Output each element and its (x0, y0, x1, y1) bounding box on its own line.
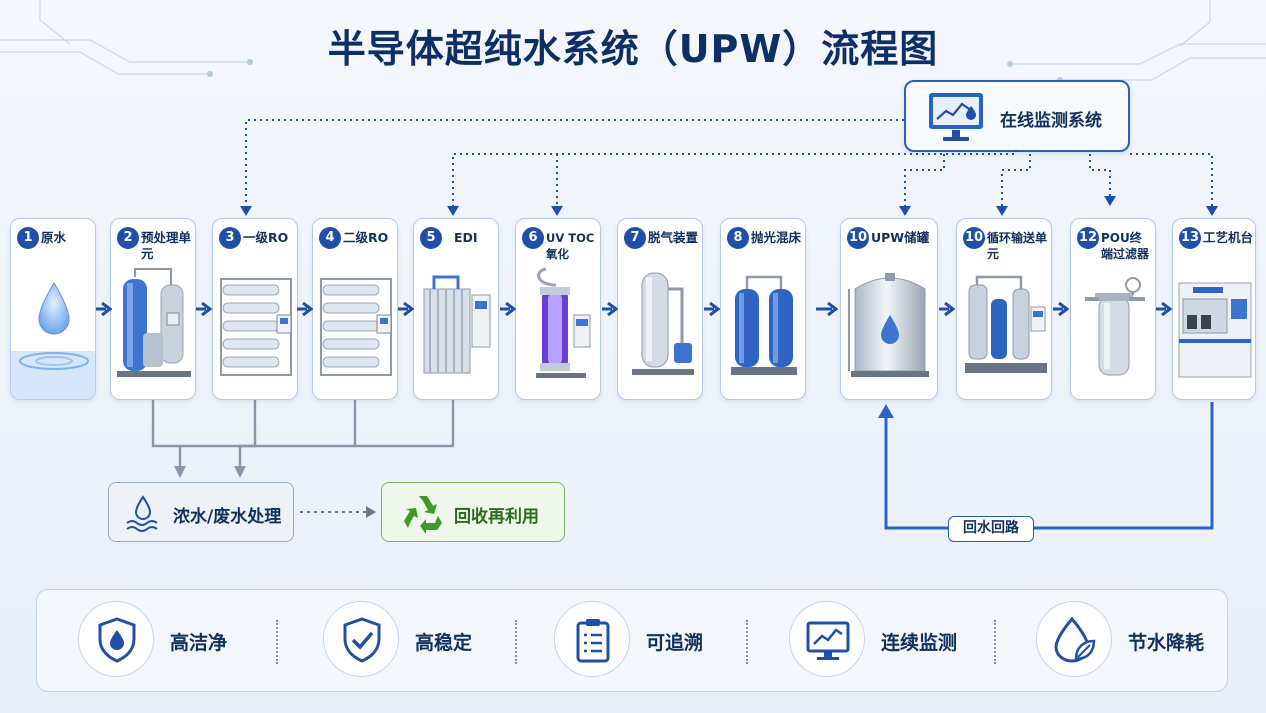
stage-number: 7 (624, 227, 646, 249)
stage-card-pou-filter[interactable]: 12 POU终端过滤器 (1070, 218, 1156, 400)
wastewater-icon (126, 495, 158, 532)
flow-arrow-icon (1053, 302, 1069, 316)
stage-number: 1 (17, 227, 39, 249)
flow-arrow-icon (1156, 302, 1172, 316)
stage-card-ro-1[interactable]: 3 一级RO (212, 218, 298, 400)
stage-number: 13 (1179, 227, 1201, 249)
edi-module-icon (423, 275, 491, 374)
stage-number: 3 (219, 227, 241, 249)
flow-arrow-icon (500, 302, 516, 316)
process-tool-icon (1178, 282, 1252, 378)
stage-label: 循环输送单元 (987, 231, 1048, 261)
stage-label: 脱气装置 (648, 230, 699, 245)
degasser-icon (632, 272, 694, 375)
monitor-chart-icon (789, 601, 865, 677)
stage-card-upw-tank[interactable]: 10 UPW储罐 (840, 218, 938, 400)
ro-rack-icon (220, 278, 292, 376)
stage-number: 6 (522, 227, 544, 249)
stage-label: 原水 (41, 230, 67, 245)
stage-card-uv-toc[interactable]: 6 UV TOC氧化 (515, 218, 601, 400)
monitor-label: 在线监测系统 (1000, 111, 1102, 131)
online-monitoring-box[interactable]: 在线监测系统 (904, 80, 1130, 152)
stage-card-ro-2[interactable]: 4 二级RO (312, 218, 398, 400)
stage-card-circulation[interactable]: 10 循环输送单元 (956, 218, 1052, 400)
stage-card-process-tool[interactable]: 13 工艺机台 (1172, 218, 1256, 400)
circulation-skid-icon (965, 275, 1047, 373)
page-title: 半导体超纯水系统（UPW）流程图 (327, 27, 939, 71)
stage-number: 10 (963, 227, 985, 249)
stage-number: 8 (727, 227, 749, 249)
feature-bar: 高洁净 高稳定 可追溯 连续监测 节水降耗 (36, 589, 1228, 692)
stage-label: 预处理单元 (141, 230, 192, 261)
flow-arrow-icon (939, 302, 955, 316)
wastewater-treatment-box[interactable]: 浓水/废水处理 (108, 482, 294, 542)
stage-label: 抛光混床 (751, 230, 802, 245)
pretreatment-tanks-icon (117, 268, 191, 377)
stage-card-pretreatment[interactable]: 2 预处理单元 (110, 218, 196, 400)
feature-separator (746, 620, 748, 664)
stage-number: 2 (117, 227, 139, 249)
feature-separator (515, 620, 517, 664)
stage-label: EDI (454, 230, 478, 245)
wastewater-label: 浓水/废水处理 (173, 507, 282, 527)
feature-label: 节水降耗 (1128, 632, 1205, 654)
monitor-chart-icon (926, 90, 986, 150)
flow-arrow-icon (398, 302, 414, 316)
stage-card-degasser[interactable]: 7 脱气装置 (617, 218, 703, 400)
feature-separator (994, 620, 996, 664)
shield-drop-icon (78, 601, 154, 677)
polishing-beds-icon (731, 275, 797, 375)
feature-label: 高稳定 (415, 632, 473, 654)
stage-label: UPW储罐 (871, 230, 930, 245)
flow-arrow-icon (96, 302, 112, 316)
recycle-box[interactable]: 回收再利用 (381, 482, 565, 542)
stage-card-raw-water[interactable]: 1 原水 (10, 218, 96, 400)
flow-arrow-icon (196, 302, 212, 316)
flow-arrow-icon (816, 302, 838, 316)
stage-number: 12 (1077, 227, 1099, 249)
flow-arrow-icon (704, 302, 720, 316)
feature-label: 高洁净 (170, 632, 228, 654)
flow-arrow-icon (602, 302, 618, 316)
storage-tank-icon (848, 273, 929, 377)
stage-label: 一级RO (243, 230, 289, 245)
stage-label: POU终端过滤器 (1101, 231, 1150, 261)
stage-label: 二级RO (343, 230, 389, 245)
flow-arrow-icon (297, 302, 313, 316)
stage-number: 10 (847, 227, 869, 249)
ro-rack-icon (320, 278, 392, 376)
feature-label: 可追溯 (646, 632, 704, 654)
pou-filter-icon (1085, 277, 1145, 376)
stage-card-edi[interactable]: 5 EDI (413, 218, 499, 400)
stage-label: UV TOC氧化 (546, 231, 595, 261)
shield-check-icon (323, 601, 399, 677)
leaf-drop-icon (1036, 601, 1112, 677)
feature-label: 连续监测 (881, 632, 958, 654)
stage-card-polishing[interactable]: 8 抛光混床 (720, 218, 806, 400)
recycle-label: 回收再利用 (454, 507, 539, 527)
return-loop-label: 回水回路 (948, 516, 1034, 542)
clipboard-icon (554, 601, 630, 677)
stage-number: 4 (319, 227, 341, 249)
uv-reactor-icon (536, 267, 591, 378)
stage-label: 工艺机台 (1203, 230, 1254, 245)
water-drop-icon (11, 282, 95, 399)
recycle-icon (404, 496, 442, 534)
feature-separator (276, 620, 278, 664)
stage-number: 5 (420, 227, 442, 249)
